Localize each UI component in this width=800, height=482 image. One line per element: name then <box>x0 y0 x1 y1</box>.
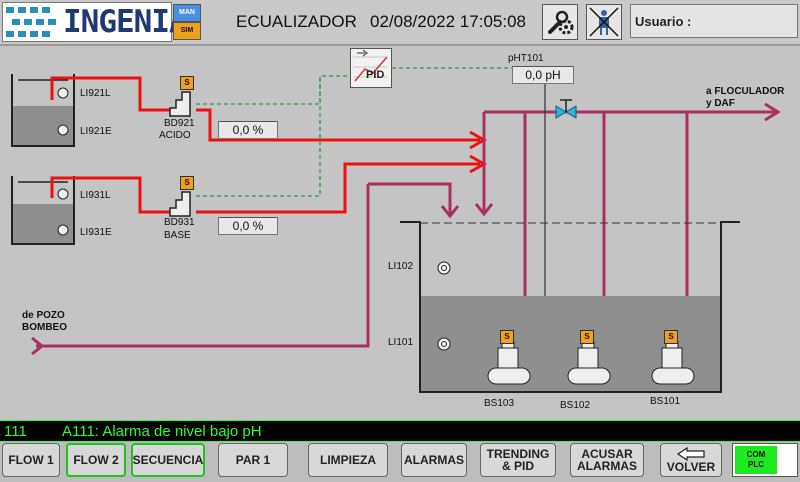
flow1-button[interactable]: FLOW 1 <box>2 443 60 477</box>
pid-chart-icon <box>353 49 388 82</box>
bottom-nav: FLOW 1 FLOW 2 SECUENCIA PAR 1 LIMPIEZA A… <box>0 442 800 482</box>
li921e-label: LI921E <box>80 126 112 137</box>
pid-label: PID <box>366 69 385 81</box>
com-plc-status: COM PLC <box>735 446 777 474</box>
pump-bd921-tag: BD921 <box>164 118 195 129</box>
user-label: Usuario : <box>635 14 692 29</box>
inlet-down-arrow-icon <box>440 205 460 219</box>
settings-tools-button[interactable] <box>542 4 578 40</box>
user-field[interactable]: Usuario : <box>630 4 798 38</box>
inlet-label-line1: de POZO <box>22 310 65 321</box>
datetime-display: 02/08/2022 17:05:08 <box>370 12 526 31</box>
outlet-arrow-icon <box>764 102 781 122</box>
limpieza-button[interactable]: LIMPIEZA <box>308 443 388 477</box>
process-diagram <box>11 67 781 393</box>
pump-bd921-icon <box>169 91 191 117</box>
outlet-label-line1: a FLOCULADOR <box>706 86 785 97</box>
main-tank <box>400 221 740 393</box>
blower-bs103-tag: BS103 <box>484 398 515 409</box>
acusar-alarmas-button[interactable]: ACUSAR ALARMAS <box>570 443 644 477</box>
blower-bs102-tag: BS102 <box>560 400 591 411</box>
blower-bs103-icon <box>487 341 531 385</box>
com-plc-indicator: COM PLC <box>732 443 798 477</box>
inlet-arrow-icon <box>31 336 45 356</box>
logo-text: INGENIA <box>63 4 188 40</box>
li931l-sensor-icon <box>57 188 69 200</box>
outlet-valve-icon <box>555 99 577 119</box>
ph-value[interactable]: 0,0 pH <box>512 66 574 84</box>
tank-base <box>11 176 75 245</box>
li102-sensor-icon <box>437 261 451 275</box>
blower-bs103-s-badge[interactable]: S <box>500 330 514 344</box>
flow2-button[interactable]: FLOW 2 <box>66 443 126 477</box>
recirc-arrow-icon <box>474 203 494 217</box>
blower-bs102-s-badge[interactable]: S <box>580 330 594 344</box>
logo-pattern-icon <box>6 7 56 37</box>
ph-tag: pHT101 <box>508 53 544 64</box>
pid-block-button[interactable]: PID <box>350 48 392 88</box>
pump-bd931-s-badge[interactable]: S <box>180 176 194 190</box>
alarm-message: A111: Alarma de nivel bajo pH <box>62 423 262 440</box>
man-mode-button[interactable]: MAN <box>173 4 201 22</box>
pump-bd931-icon <box>169 191 191 217</box>
li102-label: LI102 <box>388 261 414 272</box>
pump-bd931-name: BASE <box>164 230 191 241</box>
alarm-banner[interactable]: 111 A111: Alarma de nivel bajo pH <box>0 420 800 442</box>
inlet-label-line2: BOMBEO <box>22 322 67 333</box>
pump-bd921-name: ACIDO <box>159 130 191 141</box>
blower-bs101-s-badge[interactable]: S <box>664 330 678 344</box>
pump-bd921-value[interactable]: 0,0 % <box>218 121 278 139</box>
header-bar: INGENIA MAN SIM ECUALIZADOR 02/08/2022 1… <box>0 0 800 46</box>
trending-pid-button[interactable]: TRENDING & PID <box>480 443 556 477</box>
blower-bs102-icon <box>567 341 611 385</box>
pump-bd921-s-badge[interactable]: S <box>180 76 194 90</box>
li931e-sensor-icon <box>57 224 69 236</box>
ingenia-logo: INGENIA <box>2 2 188 42</box>
li931e-label: LI931E <box>80 227 112 238</box>
li101-sensor-icon <box>437 337 451 351</box>
outlet-label-line2: y DAF <box>706 98 735 109</box>
blower-bs101-icon <box>651 341 695 385</box>
volver-label: VOLVER <box>666 460 716 474</box>
volver-button[interactable]: VOLVER <box>660 443 722 477</box>
li921l-label: LI921L <box>80 88 111 99</box>
li101-label: LI101 <box>388 337 414 348</box>
par1-button[interactable]: PAR 1 <box>218 443 288 477</box>
user-logout-button[interactable] <box>586 4 622 40</box>
li921e-sensor-icon <box>57 124 69 136</box>
alarmas-button[interactable]: ALARMAS <box>401 443 467 477</box>
li921l-sensor-icon <box>57 87 69 99</box>
user-cross-icon <box>589 7 619 37</box>
alarm-code: 111 <box>4 423 27 440</box>
back-arrow-icon <box>676 447 705 461</box>
dosing-pipes <box>50 76 480 214</box>
dosing-arrows <box>469 130 488 174</box>
pump-bd931-value[interactable]: 0,0 % <box>218 217 278 235</box>
wrench-gear-icon <box>548 10 574 35</box>
sim-mode-button[interactable]: SIM <box>173 22 201 40</box>
li931l-label: LI931L <box>80 190 111 201</box>
blower-bs101-tag: BS101 <box>650 396 681 407</box>
page-title: ECUALIZADOR <box>236 12 357 31</box>
pump-bd931-tag: BD931 <box>164 217 195 228</box>
secuencia-button[interactable]: SECUENCIA <box>131 443 205 477</box>
